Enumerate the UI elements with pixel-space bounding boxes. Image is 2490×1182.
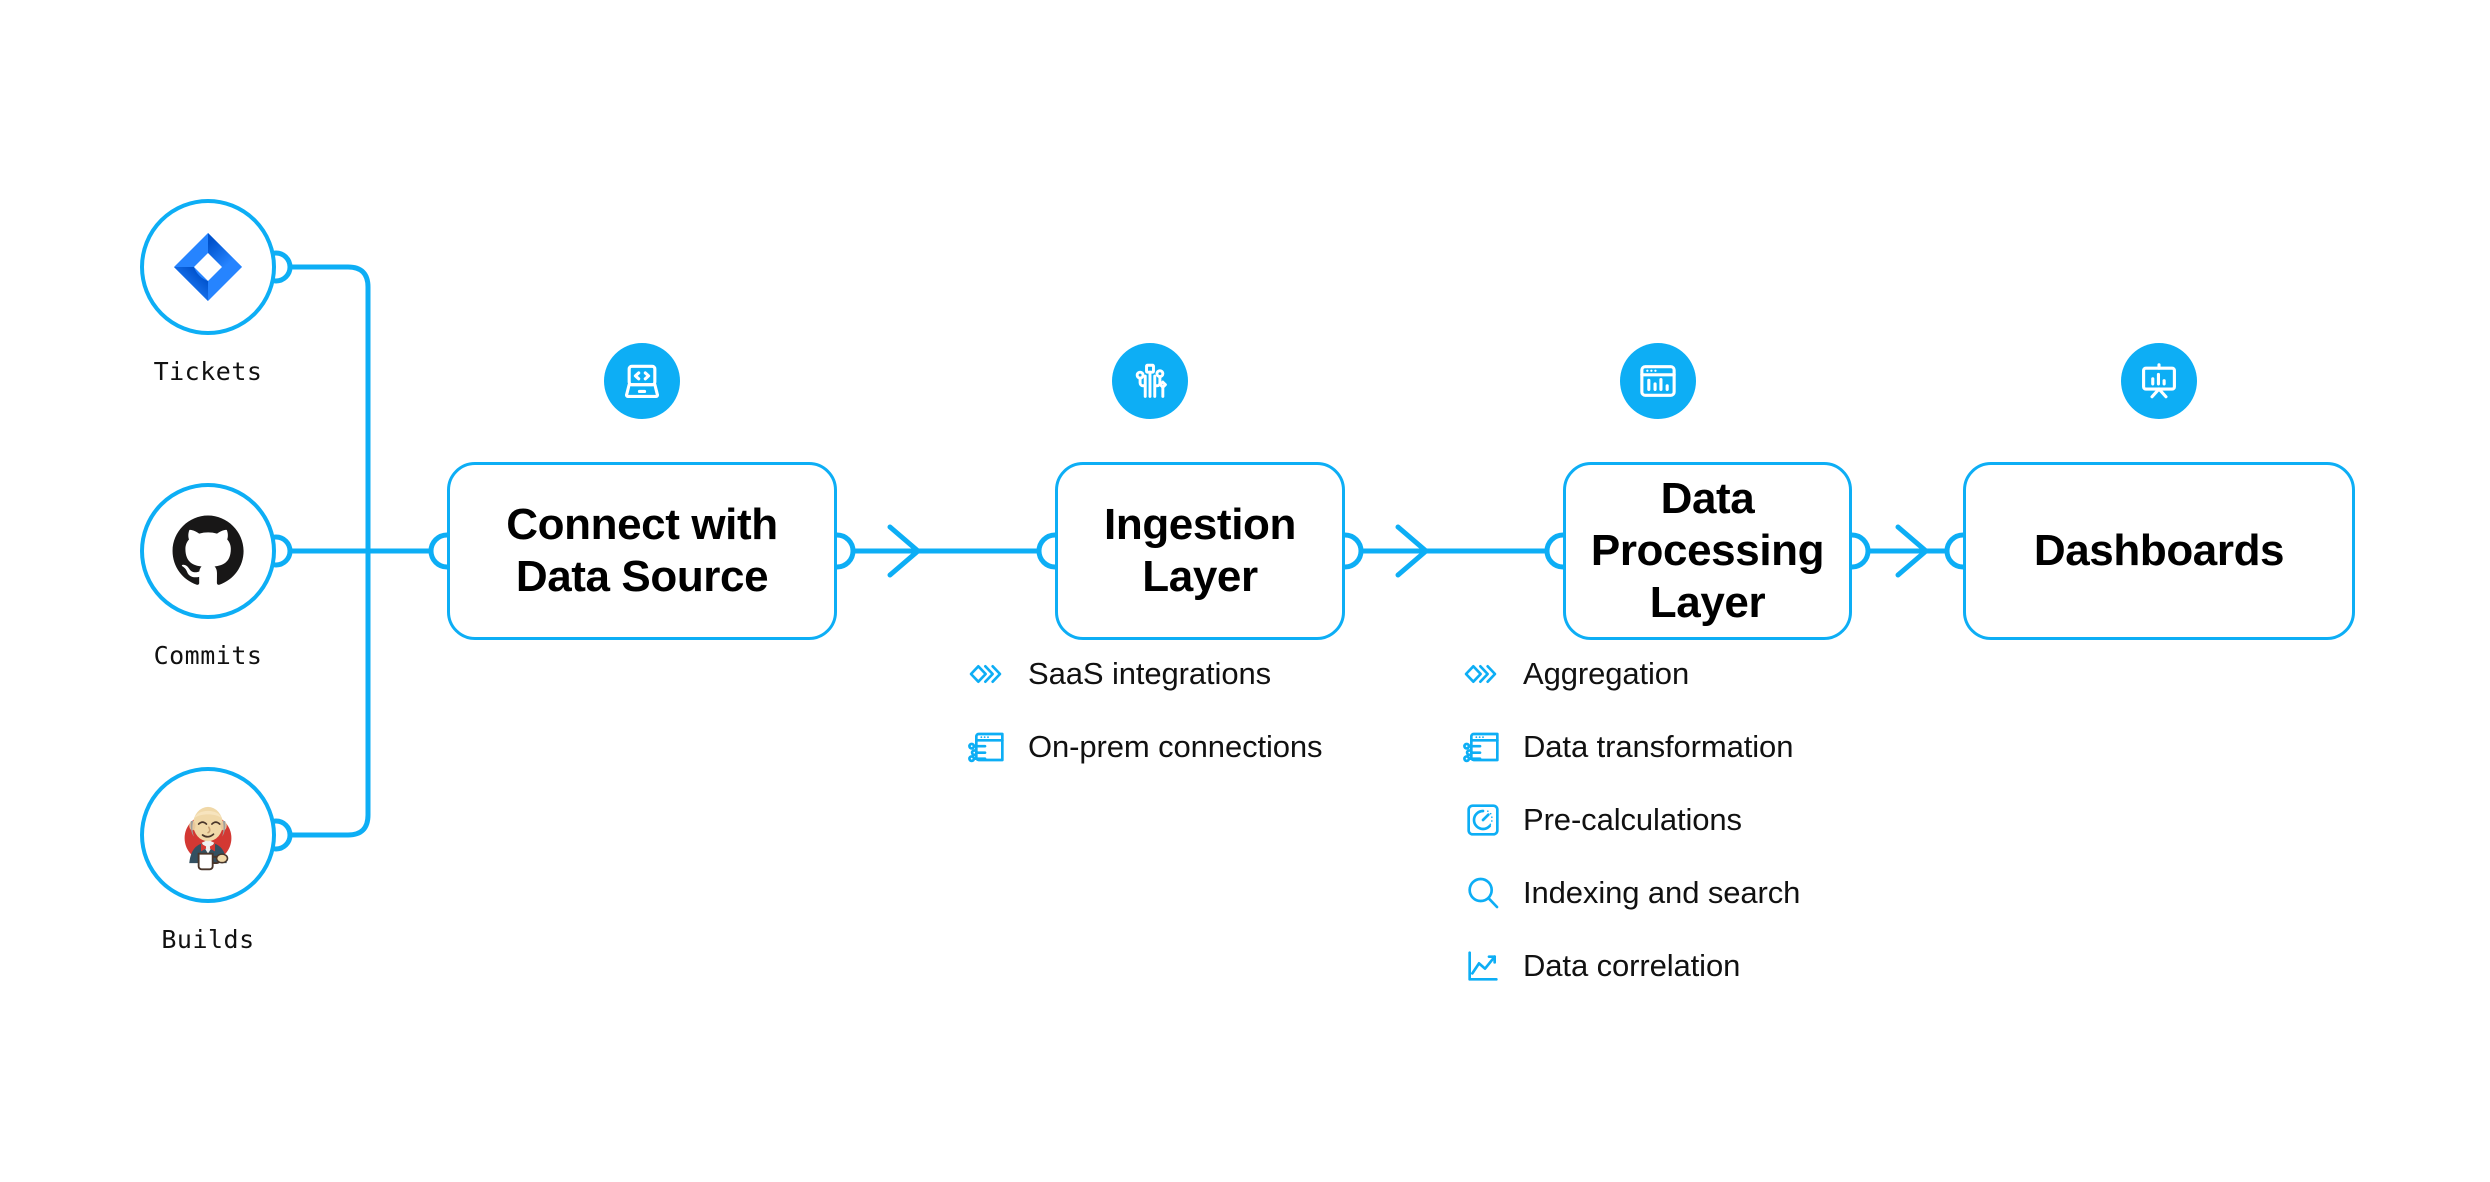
laptop-code-icon <box>625 364 659 398</box>
badge-processing <box>1620 343 1696 419</box>
source-label: Builds <box>161 925 255 954</box>
feature-label: Data transformation <box>1523 728 1794 764</box>
feature-item[interactable]: Data transformation <box>1463 710 1800 783</box>
badge-connect <box>604 343 680 419</box>
feature-item[interactable]: Pre-calculations <box>1463 783 1800 856</box>
source-node-tickets[interactable]: Tickets <box>140 199 276 386</box>
wire-tickets <box>282 264 371 533</box>
feature-list-ingestion: SaaS integrations On-prem conne <box>968 637 1323 783</box>
stage-title: Dashboards <box>2033 526 2285 576</box>
jenkins-icon <box>184 806 232 871</box>
feature-item[interactable]: On-prem connections <box>968 710 1323 783</box>
circuit-nodes-icon <box>1135 363 1167 398</box>
wire-builds <box>282 562 371 838</box>
stage-box-ingestion[interactable]: Ingestion Layer <box>1055 462 1345 640</box>
chevrons-stack-icon <box>968 654 1008 694</box>
source-ring <box>140 199 276 335</box>
arrowhead-1 <box>887 524 921 578</box>
browser-sliders-icon <box>968 727 1008 767</box>
feature-item[interactable]: SaaS integrations <box>968 637 1322 710</box>
github-icon <box>172 515 244 585</box>
badge-ingestion <box>1112 343 1188 419</box>
badge-dashboards <box>2121 343 2197 419</box>
source-label: Commits <box>153 641 263 670</box>
stage-box-connect[interactable]: Connect with Data Source <box>447 462 837 640</box>
arrowhead-2 <box>1395 524 1429 578</box>
feature-item[interactable]: Indexing and search <box>1463 856 1800 929</box>
feature-label: Pre-calculations <box>1523 801 1742 837</box>
source-ring <box>140 767 276 903</box>
gauge-square-icon <box>1463 800 1503 840</box>
feature-list-processing: Aggregation Data transformation <box>1463 637 1800 1002</box>
stage-title: Data Processing Layer <box>1590 474 1825 627</box>
stage-box-processing[interactable]: Data Processing Layer <box>1563 462 1852 640</box>
feature-label: Indexing and search <box>1523 874 1801 910</box>
feature-item[interactable]: Aggregation <box>1463 637 1800 710</box>
magnifier-icon <box>1463 873 1503 913</box>
chevrons-stack-icon <box>1463 654 1503 694</box>
source-ring <box>140 483 276 619</box>
line-chart-icon <box>1463 946 1503 986</box>
jira-icon <box>174 233 242 301</box>
source-node-builds[interactable]: Builds <box>140 767 276 954</box>
feature-label: SaaS integrations <box>1028 655 1272 691</box>
stage-title: Connect with Data Source <box>506 500 778 601</box>
feature-label: On-prem connections <box>1028 728 1323 764</box>
feature-item[interactable]: Data correlation <box>1463 929 1800 1002</box>
source-label: Tickets <box>153 357 263 386</box>
presentation-chart-icon <box>2142 363 2176 399</box>
arrowhead-3 <box>1895 524 1929 578</box>
source-node-commits[interactable]: Commits <box>140 483 276 670</box>
feature-label: Aggregation <box>1523 655 1690 691</box>
stage-box-dashboards[interactable]: Dashboards <box>1963 462 2355 640</box>
feature-label: Data correlation <box>1523 947 1741 983</box>
browser-chart-icon <box>1640 365 1676 397</box>
browser-sliders-icon <box>1463 727 1503 767</box>
stage-title: Ingestion Layer <box>1104 500 1296 601</box>
